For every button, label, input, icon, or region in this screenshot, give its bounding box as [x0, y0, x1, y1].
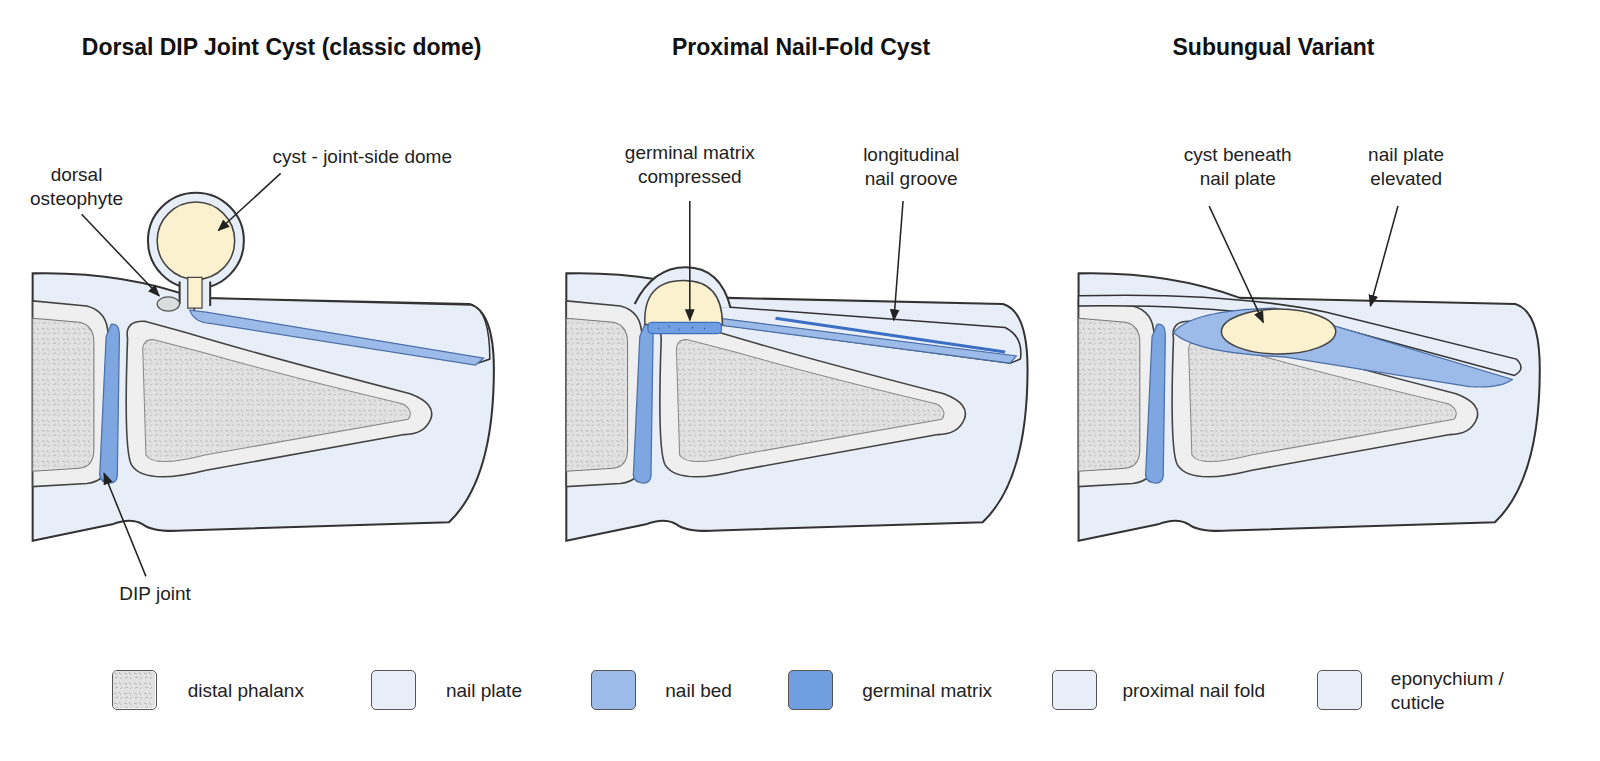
callout-label: DIP joint	[94, 582, 216, 606]
legend-swatch	[371, 670, 416, 710]
legend-swatch	[1317, 670, 1362, 710]
callout-label: longitudinal nail groove	[847, 143, 975, 191]
legend-label: nail plate	[446, 679, 589, 703]
legend-swatch	[788, 670, 833, 710]
legend-swatch	[591, 670, 636, 710]
legend-label: proximal nail fold	[1122, 679, 1316, 703]
panel-title: Subungual Variant	[1110, 34, 1437, 61]
legend-label: eponychium / cuticle	[1391, 667, 1524, 715]
callout-label: germinal matrix compressed	[603, 141, 776, 189]
legend-texture-swatch	[112, 670, 157, 710]
callout-label: dorsal osteophyte	[20, 163, 132, 211]
callout-label: nail plate elevated	[1345, 143, 1467, 191]
legend-swatch	[1052, 670, 1097, 710]
panel-title: Dorsal DIP Joint Cyst (classic dome)	[42, 34, 522, 61]
panel-title: Proximal Nail-Fold Cyst	[597, 34, 1005, 61]
legend-label: germinal matrix	[862, 679, 1046, 703]
callout-label: cyst - joint-side dome	[219, 145, 505, 169]
legend-label: distal phalanx	[188, 679, 351, 703]
legend-label: nail bed	[665, 679, 787, 703]
callout-label: cyst beneath nail plate	[1171, 143, 1304, 191]
